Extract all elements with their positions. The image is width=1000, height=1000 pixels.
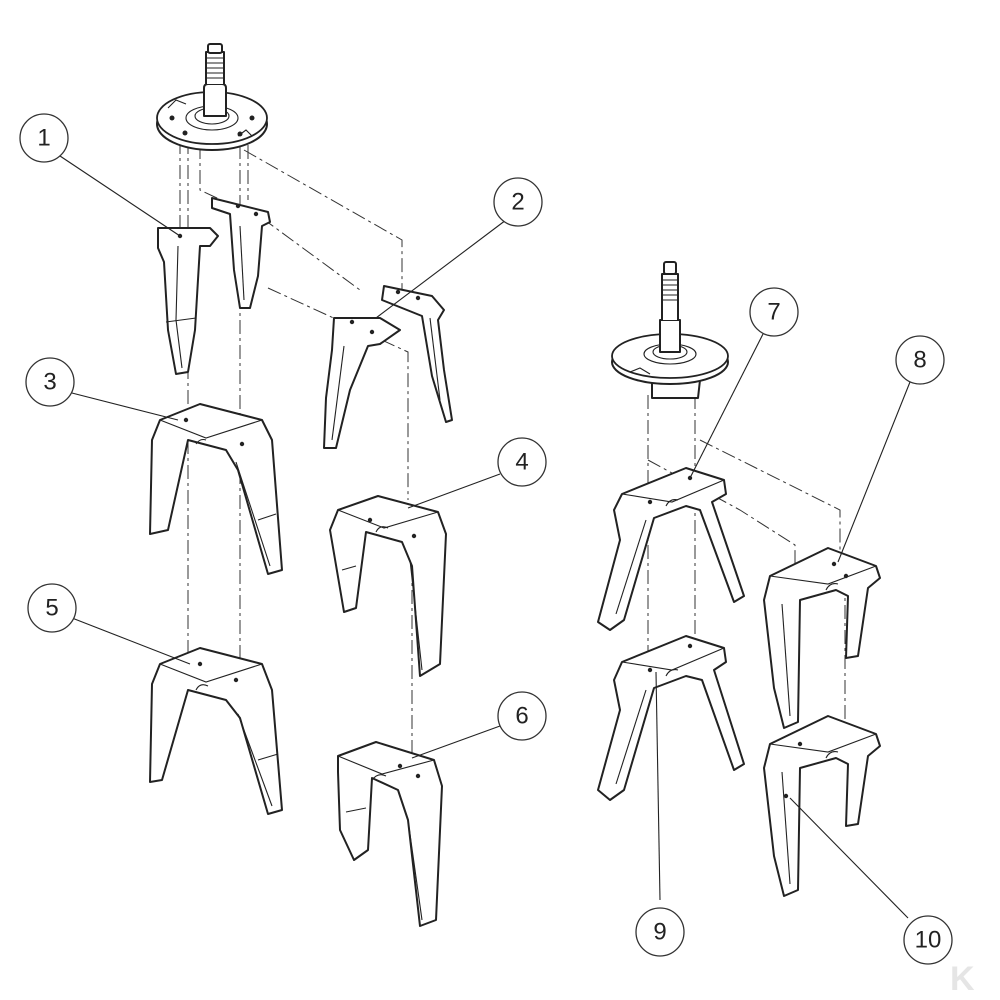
callout-1: 1 <box>19 113 69 163</box>
watermark-logo-text: K <box>950 960 975 998</box>
callout-6: 6 <box>497 691 547 741</box>
part-2-single-tine-b <box>381 285 453 423</box>
part-1-single-tine-b <box>211 197 271 309</box>
callout-10-label: 10 <box>915 927 942 954</box>
rotor-hub-left <box>156 43 268 151</box>
assembly-lines-left <box>179 140 413 760</box>
part-7-double-tine <box>597 467 745 631</box>
callout-8: 8 <box>895 335 945 385</box>
part-3-double-tine <box>149 403 283 575</box>
callout-10: 10 <box>903 915 953 965</box>
part-8-double-tine <box>763 547 881 729</box>
part-5-double-tine <box>149 647 283 815</box>
part-1-single-tine <box>157 227 219 375</box>
callout-3: 3 <box>25 357 75 407</box>
callout-5: 5 <box>27 583 77 633</box>
part-9-double-tine <box>597 635 745 801</box>
leader-lines <box>59 155 911 919</box>
callout-7-label: 7 <box>767 299 780 326</box>
part-10-double-tine <box>763 715 881 897</box>
callout-9-label: 9 <box>653 919 666 946</box>
callout-6-label: 6 <box>515 703 528 730</box>
callout-3-label: 3 <box>43 369 56 396</box>
callout-4-label: 4 <box>515 449 528 476</box>
part-4-double-tine <box>329 495 447 677</box>
callout-8-label: 8 <box>913 347 926 374</box>
callout-4: 4 <box>497 437 547 487</box>
rotor-hub-right <box>611 261 729 399</box>
callout-2-label: 2 <box>511 189 524 216</box>
callout-1-label: 1 <box>37 125 50 152</box>
callout-9: 9 <box>635 907 685 957</box>
watermark-logo-icon: K <box>950 960 975 998</box>
part-2-single-tine <box>323 317 401 449</box>
callout-5-label: 5 <box>45 595 58 622</box>
callout-7: 7 <box>749 287 799 337</box>
part-6-double-tine <box>337 741 443 927</box>
callout-2: 2 <box>493 177 543 227</box>
